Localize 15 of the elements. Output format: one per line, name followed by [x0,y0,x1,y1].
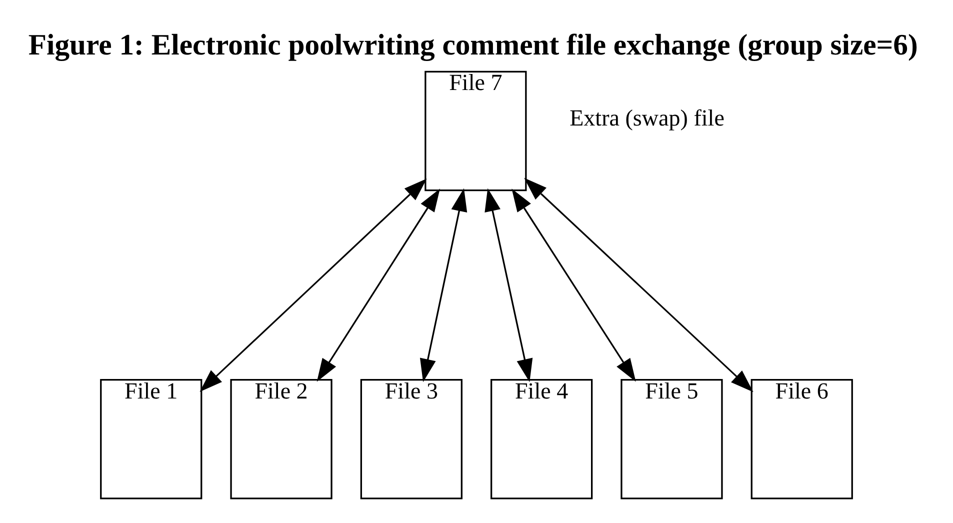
node-box: File 3 [360,378,462,499]
node-box: File 5 [620,378,723,499]
diagram-title: Figure 1: Electronic poolwriting comment file exchange (group size=6) [28,28,918,61]
node-box: File 4 [490,378,593,499]
node-box: File 1 [100,378,202,499]
arrow [484,188,533,382]
arrow [200,178,427,392]
arrow [316,188,440,382]
node-box: File 6 [750,378,853,499]
node-box: File 7 [424,70,527,191]
arrow [512,188,636,382]
arrow [524,177,754,392]
node-box: File 2 [230,378,332,499]
node-label: Extra (swap) file [570,104,724,130]
arrow [420,188,468,382]
